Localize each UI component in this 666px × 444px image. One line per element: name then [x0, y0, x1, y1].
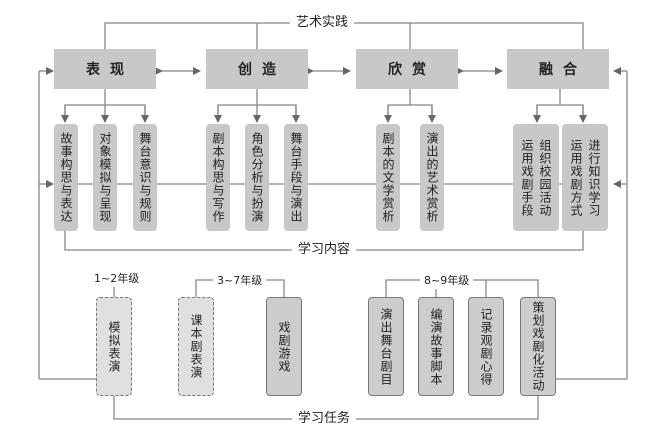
task-item: 策划戏剧化活动 — [520, 297, 556, 396]
content-item: 剧本的文学赏析 — [376, 124, 400, 231]
content-item-text: 剧本构思与写作 — [211, 132, 225, 223]
category-appreciate: 欣赏 — [356, 49, 458, 89]
content-item: 演出的艺术赏析 — [420, 124, 444, 231]
content-item: 角色分析与扮演 — [245, 124, 269, 231]
learning-content-label: 学习内容 — [292, 242, 357, 258]
category-integrate: 融合 — [507, 49, 609, 89]
learning-tasks-label: 学习任务 — [292, 411, 357, 427]
task-item-text: 模拟表演 — [107, 320, 121, 373]
content-item: 舞台手段与演出 — [284, 124, 308, 231]
category-create: 创造 — [206, 49, 308, 89]
content-item-text: 舞台意识与规则 — [138, 132, 152, 223]
category-perform: 表现 — [54, 49, 156, 89]
content-item-text: 组织校园活动 — [538, 138, 552, 217]
content-item-text: 对象模拟与呈现 — [98, 132, 112, 223]
content-item: 运用戏剧手段 组织校园活动 — [513, 124, 559, 231]
task-item: 戏剧游戏 — [266, 297, 302, 396]
art-practice-label: 艺术实践 — [290, 15, 355, 31]
task-item-text: 课本剧表演 — [189, 314, 203, 379]
grade-1-2-label: 1~2年级 — [90, 271, 144, 287]
task-item-text: 记录观剧心得 — [479, 307, 493, 386]
content-item-text: 运用戏剧方式 — [569, 138, 583, 217]
content-item: 故事构思与表达 — [54, 124, 78, 231]
task-item: 课本剧表演 — [178, 297, 214, 396]
task-item: 编演故事脚本 — [418, 297, 454, 396]
content-item-text: 剧本的文学赏析 — [381, 132, 395, 223]
content-item: 舞台意识与规则 — [133, 124, 157, 231]
content-item-text: 角色分析与扮演 — [250, 132, 264, 223]
content-item-text: 进行知识学习 — [587, 138, 601, 217]
task-item-text: 策划戏剧化活动 — [531, 301, 545, 392]
task-item-text: 演出舞台剧目 — [379, 307, 393, 386]
content-item-text: 舞台手段与演出 — [289, 132, 303, 223]
task-item-text: 戏剧游戏 — [277, 320, 291, 373]
grade-8-9-label: 8~9年级 — [420, 273, 474, 289]
task-item: 记录观剧心得 — [468, 297, 504, 396]
task-item: 演出舞台剧目 — [368, 297, 404, 396]
content-item: 运用戏剧方式 进行知识学习 — [562, 124, 608, 231]
content-item: 对象模拟与呈现 — [93, 124, 117, 231]
content-item: 剧本构思与写作 — [206, 124, 230, 231]
grade-3-7-label: 3~7年级 — [213, 273, 267, 289]
content-item-text: 故事构思与表达 — [59, 132, 73, 223]
task-item: 模拟表演 — [96, 297, 132, 396]
content-item-text: 演出的艺术赏析 — [425, 132, 439, 223]
content-item-text: 运用戏剧手段 — [520, 138, 534, 217]
task-item-text: 编演故事脚本 — [429, 307, 443, 386]
